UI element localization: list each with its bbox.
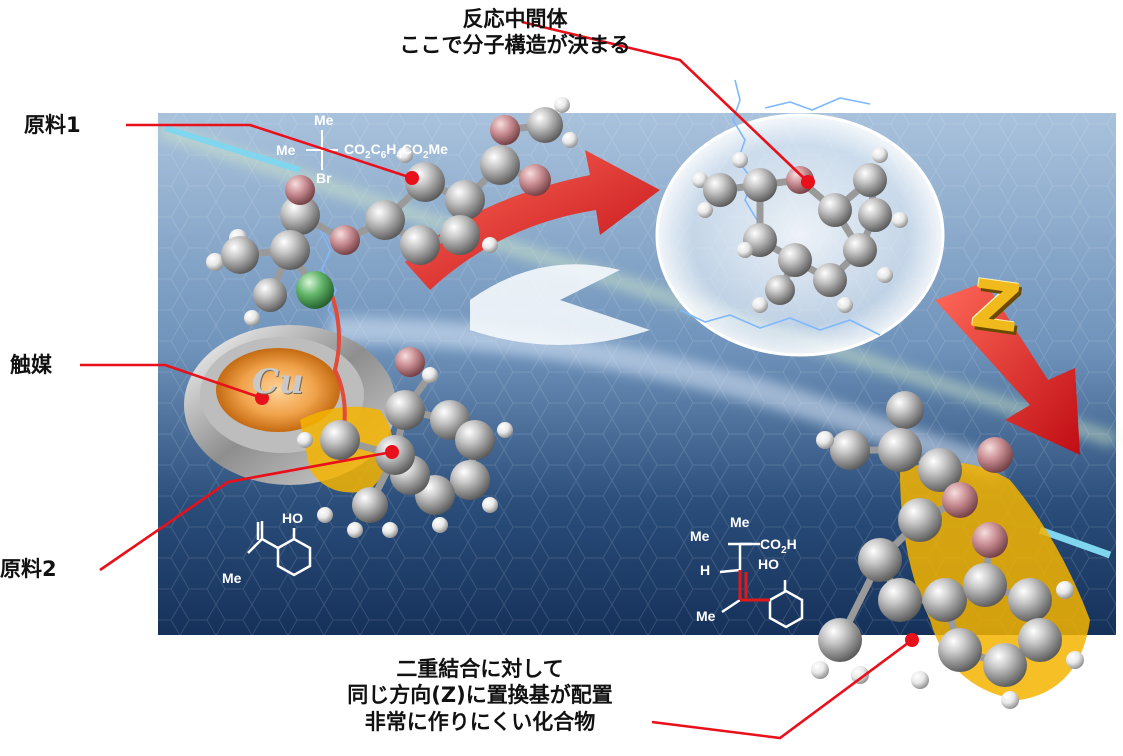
reagent-ester: CO2C6H4CO2Me — [344, 141, 448, 161]
reagent-br: Br — [316, 170, 332, 186]
product-h: H — [700, 562, 711, 578]
label-intermediate-line-1: 反応中間体 — [462, 7, 568, 31]
molecule-reagent — [206, 97, 578, 326]
red-arrow-to-intermediate — [405, 150, 660, 290]
label-intermediate-line-2: ここで分子構造が決まる — [399, 33, 631, 58]
copper-symbol: Cu — [252, 362, 304, 402]
reaction-swoosh — [470, 264, 650, 345]
label-intermediate: 反応中間体 ここで分子構造が決まる — [350, 6, 680, 59]
skeletal-substrate-2 — [247, 521, 312, 577]
pointer-dots — [255, 171, 919, 647]
label-material-2: 原料2 — [0, 557, 57, 581]
molecule-product — [811, 391, 1084, 709]
label-catalyst: 触媒 — [10, 353, 52, 377]
product-me-2: Me — [690, 528, 710, 544]
reagent-me-left: Me — [276, 142, 296, 158]
skeletal-reagent-1 — [306, 130, 338, 170]
product-co2h: CO2H — [760, 536, 797, 556]
label-product-line-2: 同じ方向(Z)に置換基が配置 — [347, 683, 613, 708]
label-product-line-1: 二重結合に対して — [396, 657, 564, 681]
skeletal-product — [719, 542, 804, 629]
substrate-me: Me — [222, 570, 242, 586]
substrate-ho: HO — [282, 510, 303, 526]
product-ho: HO — [758, 556, 779, 572]
reagent-me-top: Me — [314, 112, 334, 128]
red-arrow-to-product — [935, 282, 1080, 455]
label-material-1: 原料1 — [24, 113, 81, 137]
molecule-substrate — [297, 347, 513, 538]
pointer-lines — [80, 20, 913, 740]
product-me-1: Me — [730, 514, 750, 530]
label-product-line-3: 非常に作りにくい化合物 — [364, 709, 596, 734]
product-me-3: Me — [696, 608, 716, 624]
label-product: 二重結合に対して 同じ方向(Z)に置換基が配置 非常に作りにくい化合物 — [310, 656, 650, 735]
